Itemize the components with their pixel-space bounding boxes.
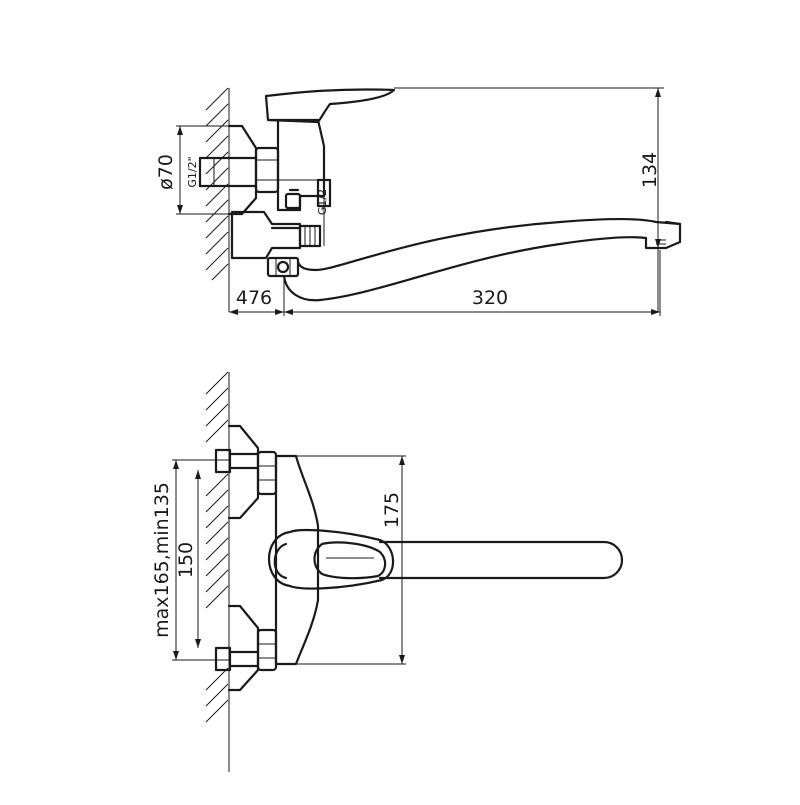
lever-handle-top: [264, 88, 396, 124]
right-inlet-top: [316, 170, 332, 246]
front-view: max165,min135 150 175: [151, 371, 624, 772]
wall-hatching-top: [205, 87, 230, 312]
dimension-center: 150: [175, 470, 201, 648]
side-view: 134 ø70 G1/2" G1/2 476 320: [155, 87, 682, 316]
inlet-pipe-upper: [214, 448, 260, 474]
lower-body-top: [230, 210, 322, 260]
wall-hatching-front: [205, 371, 230, 772]
lever-handle-front: [268, 528, 395, 590]
dim-spout-length-label: 320: [472, 287, 508, 309]
dimension-height-134: 134: [394, 87, 664, 312]
dim-height-label: 134: [639, 152, 661, 188]
hex-nut-lower: [256, 628, 278, 672]
dimension-range: max165,min135: [151, 459, 230, 661]
thread-label-left: G1/2": [186, 156, 199, 187]
dimension-body: 175: [296, 455, 406, 665]
dim-diameter-label: ø70: [155, 154, 177, 190]
mixer-body-front: [274, 454, 320, 666]
dim-offset-label: 476: [236, 287, 272, 309]
dim-center-label: 150: [175, 542, 197, 578]
dim-body-label: 175: [381, 492, 403, 528]
hex-nut-top: [254, 146, 280, 194]
hex-nut-upper: [256, 450, 278, 496]
inlet-pipe-top: [198, 156, 258, 188]
dimension-diameter-70: ø70: [155, 125, 240, 215]
spout-front: [378, 540, 624, 580]
dimension-horizontal: 476 320: [229, 250, 661, 316]
wall-flange-upper: [227, 424, 260, 520]
swivel-joint-top: [266, 256, 300, 278]
spout-top: [282, 217, 682, 302]
dim-range-label: max165,min135: [151, 482, 173, 638]
wall-flange-lower: [227, 604, 260, 692]
inlet-pipe-lower: [214, 646, 260, 672]
thread-label-right: G1/2: [316, 189, 329, 215]
wall-flange-top: [227, 124, 258, 216]
mixer-body-top: [268, 118, 326, 212]
